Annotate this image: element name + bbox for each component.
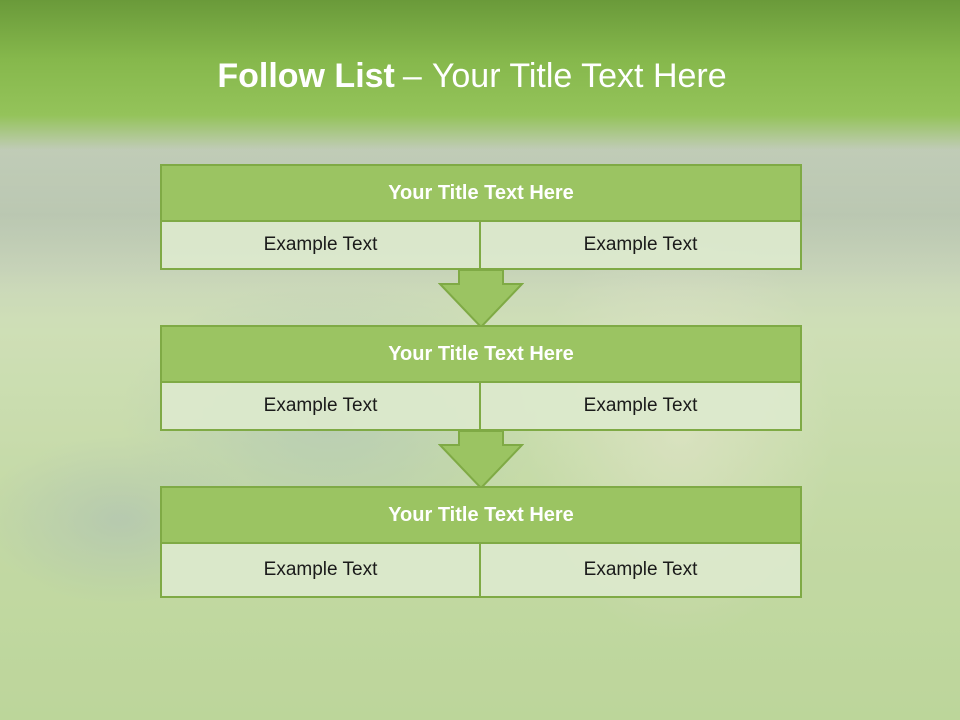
- block-title: Your Title Text Here: [160, 325, 802, 383]
- block-cell-right: Example Text: [481, 222, 802, 270]
- block-title: Your Title Text Here: [160, 486, 802, 544]
- list-block-2: Your Title Text Here Example Text Exampl…: [160, 325, 802, 431]
- list-block-3: Your Title Text Here Example Text Exampl…: [160, 486, 802, 598]
- block-cell-right: Example Text: [481, 383, 802, 431]
- down-arrow-icon: [438, 431, 524, 489]
- header-band: Follow List–Your Title Text Here: [0, 0, 960, 150]
- block-cell-left: Example Text: [160, 222, 481, 270]
- block-row: Example Text Example Text: [160, 544, 802, 598]
- title-separator: –: [402, 57, 422, 95]
- down-arrow-icon: [438, 270, 524, 328]
- title-bold: Follow List: [217, 57, 395, 95]
- title-rest: Your Title Text Here: [431, 57, 727, 95]
- block-cell-left: Example Text: [160, 544, 481, 598]
- block-row: Example Text Example Text: [160, 383, 802, 431]
- page-title: Follow List–Your Title Text Here: [0, 56, 944, 96]
- block-row: Example Text Example Text: [160, 222, 802, 270]
- block-cell-right: Example Text: [481, 544, 802, 598]
- block-title: Your Title Text Here: [160, 164, 802, 222]
- list-block-1: Your Title Text Here Example Text Exampl…: [160, 164, 802, 270]
- block-cell-left: Example Text: [160, 383, 481, 431]
